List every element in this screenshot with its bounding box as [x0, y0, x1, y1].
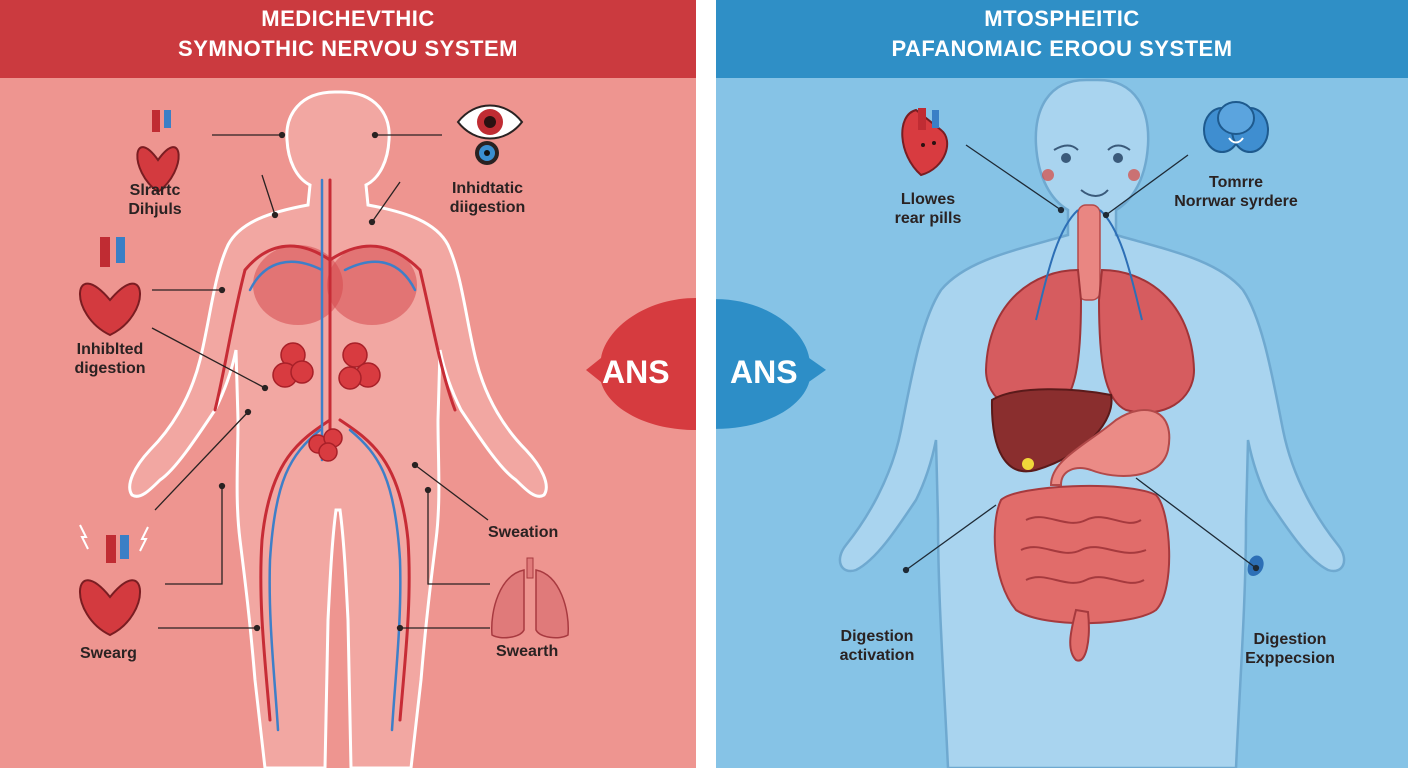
sympathetic-title-line2: SYMNOTHIC NERVOU SYSTEM: [178, 36, 518, 61]
label-sympathetic-d: Sweation: [488, 524, 559, 541]
label-sympathetic-f: Swearth: [496, 643, 559, 660]
heart-icon-bottom: [79, 524, 149, 637]
label-parasympathetic-b: Tomrre Norrwar syrdere: [1174, 174, 1298, 210]
sympathetic-title-line1: MEDICHEVTHIC: [261, 6, 435, 31]
parasympathetic-title-line1: MTOSPHEITIC: [984, 6, 1140, 31]
smiling-heart-icon: [901, 108, 949, 177]
sympathetic-illustration: [79, 90, 569, 768]
smiling-cloud-icon: [1203, 101, 1269, 153]
parasympathetic-ans-badge: [716, 299, 826, 429]
heart-icon-middle: [79, 237, 141, 337]
label-sympathetic-b: Inhidtatic diigestion: [449, 180, 526, 216]
parasympathetic-title-line2: PAFANOMAIC EROOU SYSTEM: [891, 36, 1233, 61]
label-parasympathetic-a: Llowes rear pills: [894, 191, 962, 227]
label-parasympathetic-c: Digestion activation: [839, 628, 915, 664]
face: [1053, 144, 1131, 197]
sympathetic-panel: MEDICHEVTHIC SYMNOTHIC NERVOU SYSTEM Slr…: [0, 0, 696, 768]
sympathetic-ans-badge: [586, 298, 696, 430]
lungs-icon: [491, 557, 569, 639]
parasympathetic-ans-text: ANS: [730, 354, 798, 390]
label-sympathetic-c: Inhiblted digestion: [74, 341, 146, 377]
heart-icon-top: [136, 110, 180, 194]
label-parasympathetic-d: Digestion Exppecsion: [1245, 631, 1335, 667]
eye-icon: [456, 104, 524, 165]
sympathetic-ans-text: ANS: [602, 354, 670, 390]
sympathetic-header: MEDICHEVTHIC SYMNOTHIC NERVOU SYSTEM: [0, 0, 696, 78]
parasympathetic-illustration: [838, 78, 1346, 768]
parasympathetic-panel: MTOSPHEITIC PAFANOMAIC EROOU SYSTEM Llow…: [716, 0, 1408, 768]
label-sympathetic-e: Swearg: [80, 645, 137, 662]
label-sympathetic-a: Slrartc Dihjuls: [128, 182, 182, 218]
parasympathetic-header: MTOSPHEITIC PAFANOMAIC EROOU SYSTEM: [716, 0, 1408, 78]
